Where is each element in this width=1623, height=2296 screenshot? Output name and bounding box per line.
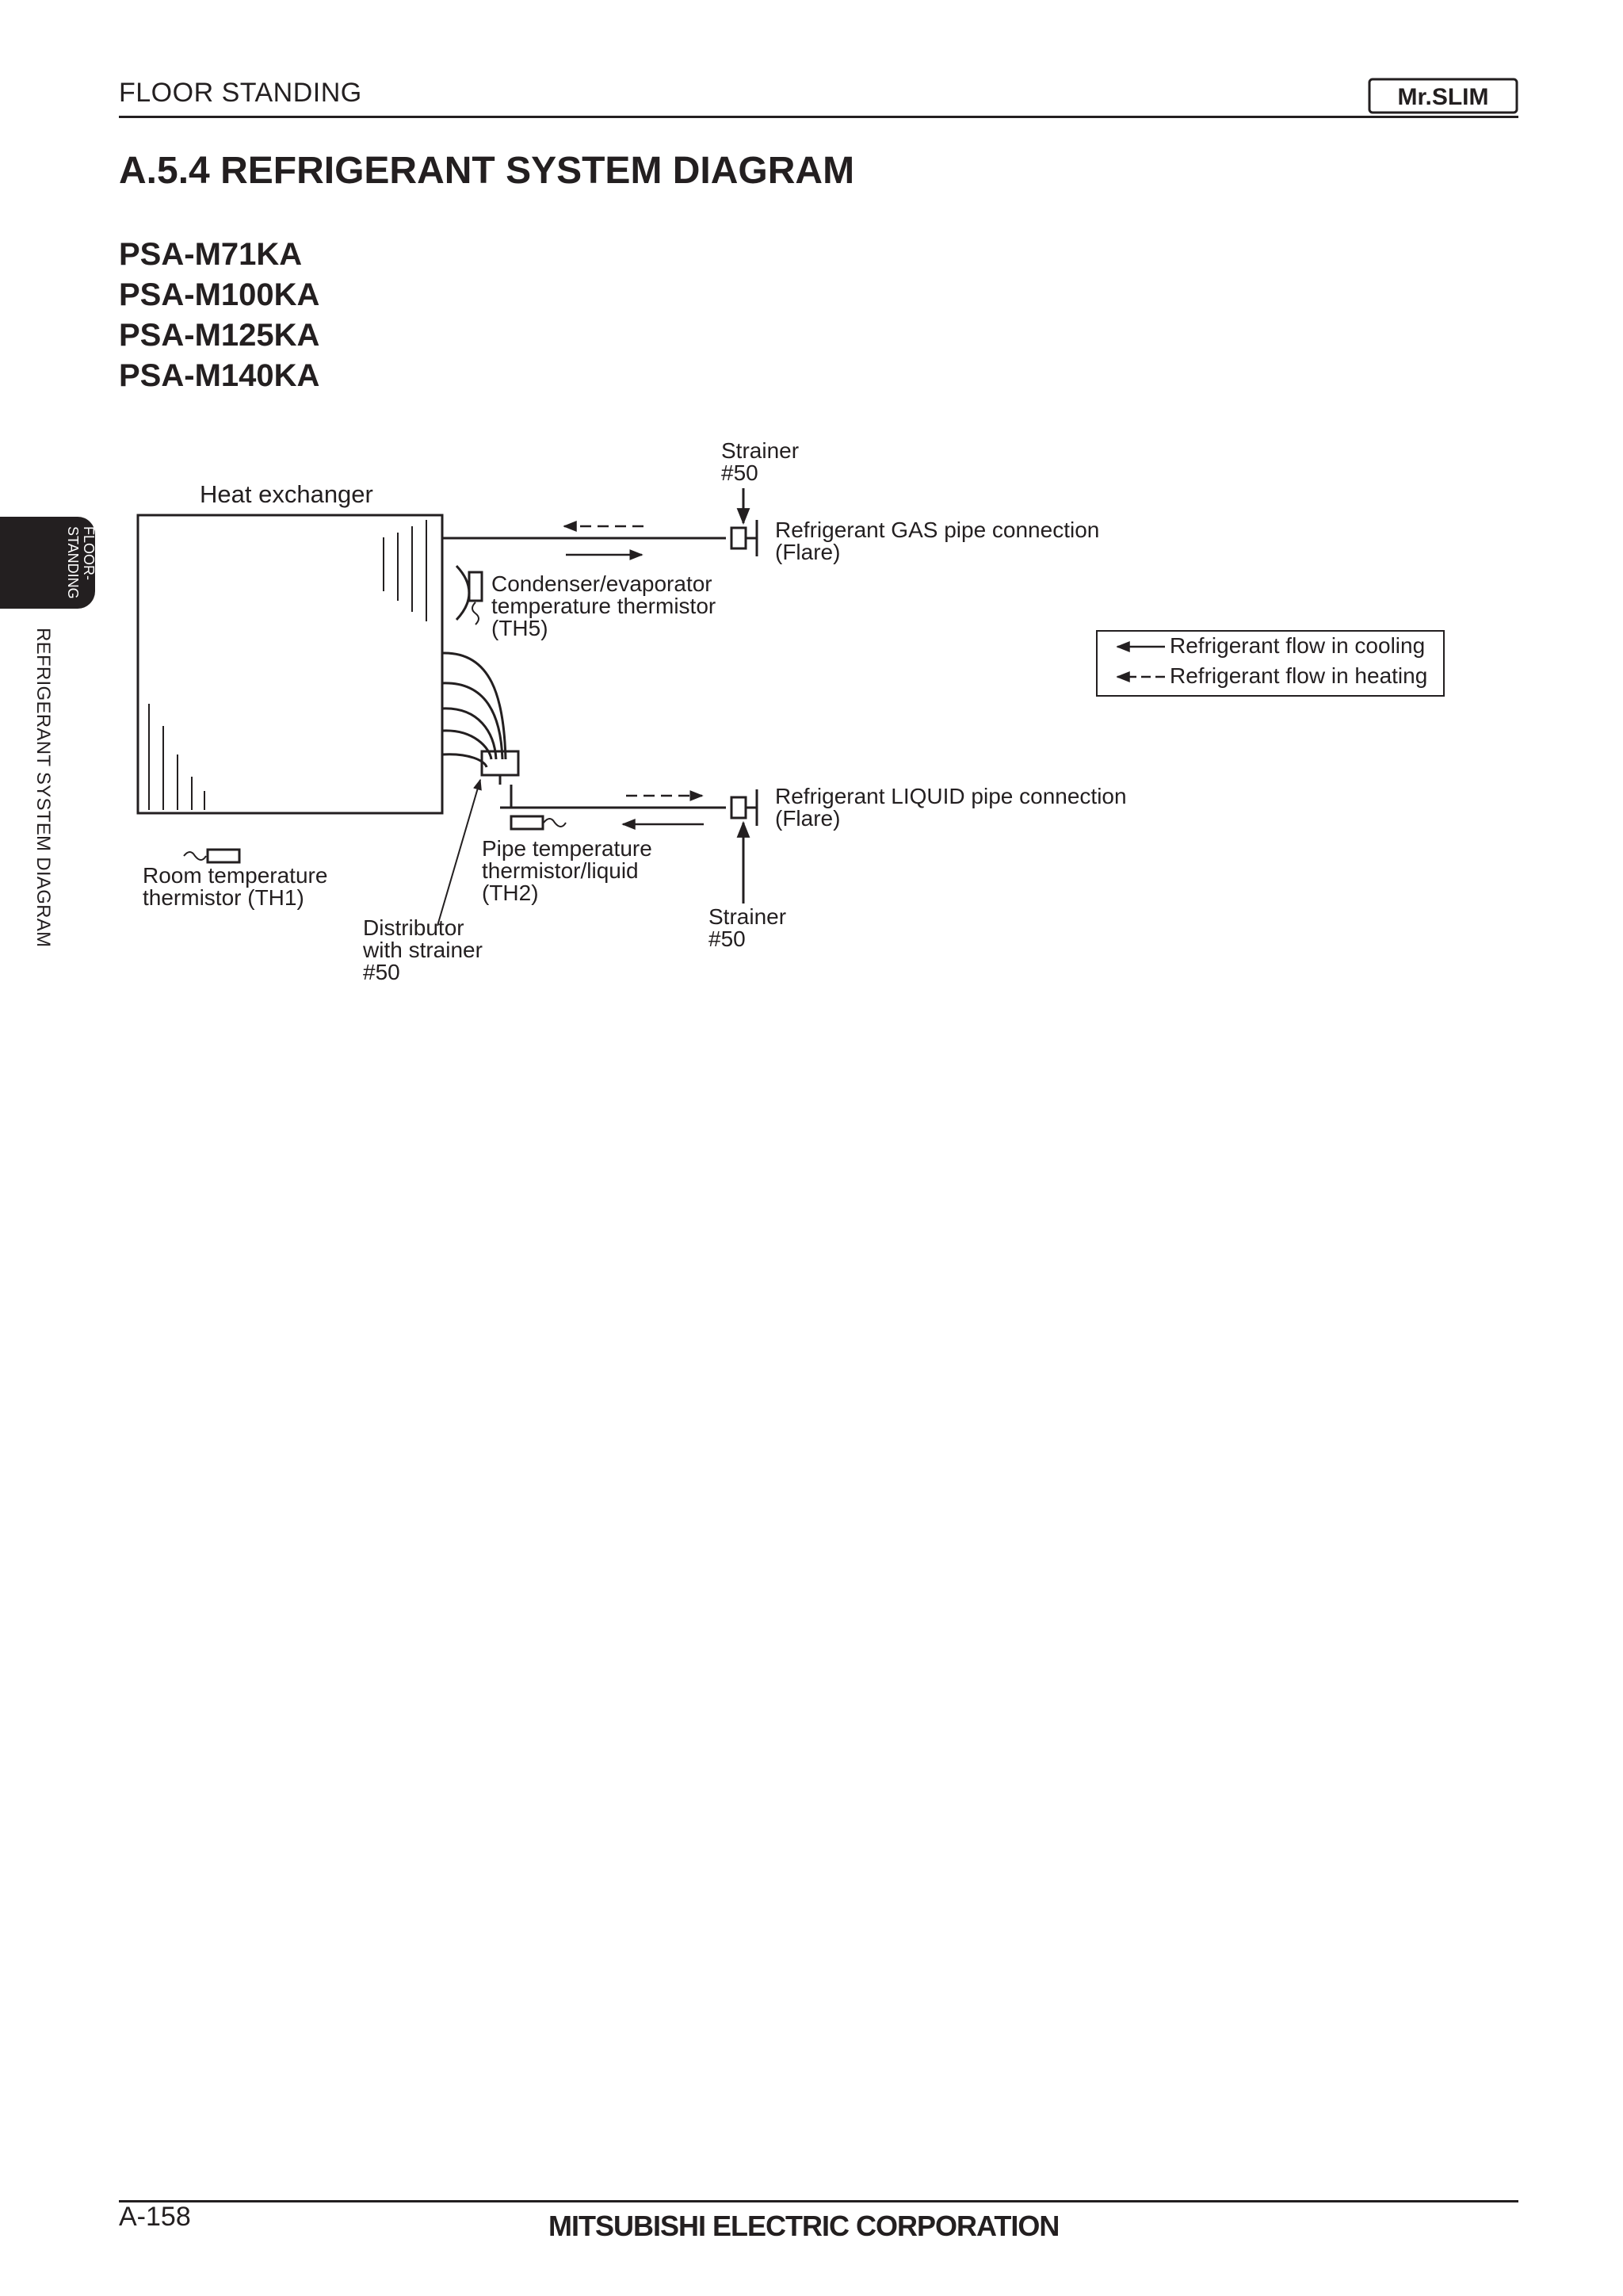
- distributor-label: #50: [363, 960, 400, 984]
- section-label: FLOOR STANDING: [119, 78, 362, 108]
- model-item: PSA-M140KA: [119, 358, 320, 393]
- brand-logo-text: Mr.SLIM: [1397, 84, 1488, 110]
- model-item: PSA-M71KA: [119, 237, 303, 272]
- liquid-connection-label: (Flare): [775, 806, 840, 831]
- th1-label: Room temperature: [143, 863, 327, 888]
- brand-logo: Mr.SLIM: [1368, 78, 1518, 114]
- footer-rule: [119, 2200, 1518, 2202]
- th1-wire: [183, 851, 207, 861]
- side-tab-label: FLOOR- STANDING: [46, 526, 97, 606]
- model-item: PSA-M100KA: [119, 277, 320, 312]
- th5-label: (TH5): [491, 616, 548, 640]
- th5-bulb: [455, 564, 471, 621]
- company-name: MITSUBISHI ELECTRIC CORPORATION: [548, 2210, 1060, 2242]
- strainer-bottom-label: #50: [708, 926, 746, 951]
- distributor-tubes: [441, 651, 507, 768]
- strainer-bottom-label: Strainer: [708, 904, 786, 929]
- th2-label: Pipe temperature: [482, 836, 652, 861]
- legend-heating-label: Refrigerant flow in heating: [1170, 663, 1427, 688]
- side-tab-line: FLOOR-: [81, 526, 97, 581]
- th5-wire: [472, 602, 479, 625]
- header-rule: [119, 116, 1518, 118]
- side-tab: [0, 517, 95, 609]
- side-tab-line: STANDING: [65, 526, 81, 599]
- th2-sensor: [510, 815, 544, 831]
- distributor-body: [480, 750, 520, 777]
- th2-wire: [543, 818, 567, 827]
- page-title: A.5.4 REFRIGERANT SYSTEM DIAGRAM: [119, 150, 855, 192]
- legend-cooling-label: Refrigerant flow in cooling: [1170, 633, 1425, 658]
- th2-label: thermistor/liquid: [482, 858, 639, 883]
- heat-exchanger-label: Heat exchanger: [200, 480, 373, 508]
- th1-label: thermistor (TH1): [143, 885, 304, 910]
- legend-box: [1096, 630, 1445, 697]
- model-list: PSA-M71KA PSA-M100KA PSA-M125KA PSA-M140…: [119, 235, 319, 396]
- heat-exchanger-box: [136, 514, 444, 815]
- liquid-strainer: [730, 796, 747, 819]
- distributor-label: Distributor: [363, 915, 464, 940]
- th2-label: (TH2): [482, 881, 539, 905]
- gas-connection-label: Refrigerant GAS pipe connection: [775, 518, 1099, 542]
- distributor-pointer: [437, 778, 482, 926]
- th5-label: Condenser/evaporator: [491, 571, 712, 596]
- gas-connection-label: (Flare): [775, 540, 840, 564]
- model-item: PSA-M125KA: [119, 318, 320, 353]
- th5-label: temperature thermistor: [491, 594, 716, 618]
- th1-sensor: [206, 848, 241, 864]
- distributor-label: with strainer: [362, 938, 483, 962]
- strainer-top-label: Strainer: [721, 438, 799, 463]
- strainer-top-label: #50: [721, 460, 758, 485]
- gas-strainer: [730, 526, 747, 550]
- liquid-connection-label: Refrigerant LIQUID pipe connection: [775, 784, 1127, 808]
- th5-sensor: [468, 571, 483, 602]
- heat-exchanger-fins: [148, 520, 427, 810]
- page-number: A-158: [119, 2202, 191, 2232]
- side-caption: REFRIGERANT SYSTEM DIAGRAM: [32, 628, 54, 948]
